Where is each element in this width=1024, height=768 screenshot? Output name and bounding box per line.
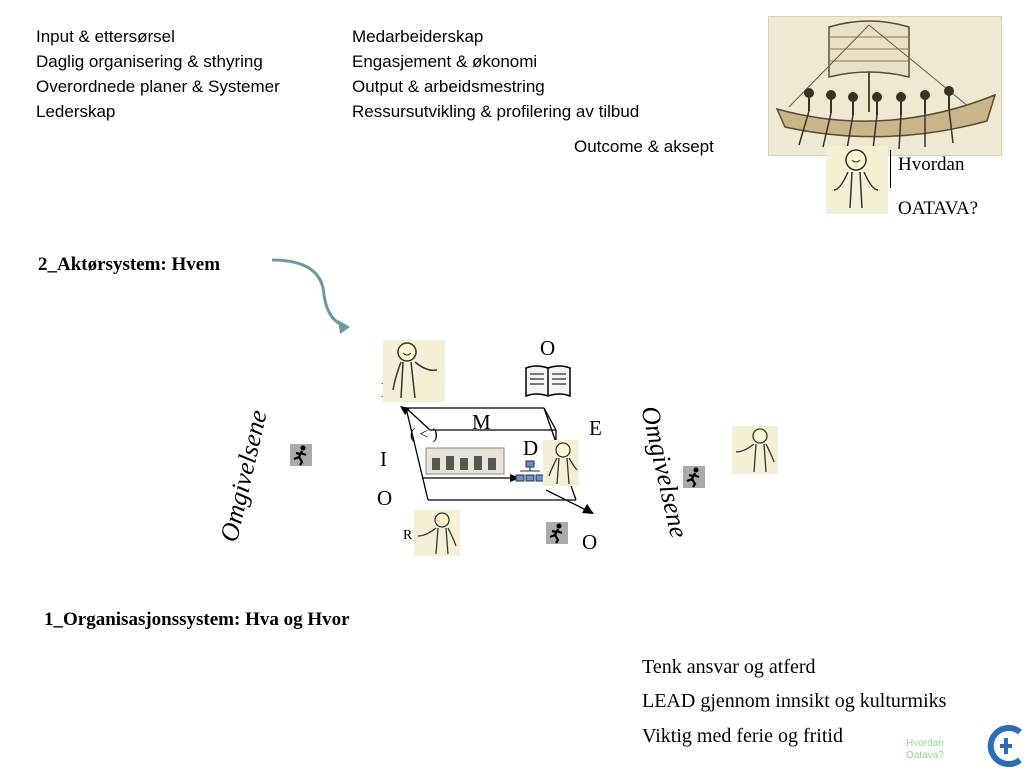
letter-d: D bbox=[523, 436, 539, 460]
oatava-label: OATAVA? bbox=[898, 198, 979, 219]
person-figure-leader bbox=[383, 340, 445, 402]
list-item: Overordnede planer & Systemer bbox=[36, 77, 280, 96]
boat-picture bbox=[768, 16, 1002, 156]
running-man-icon bbox=[546, 522, 568, 544]
logo-icon bbox=[987, 725, 1022, 767]
bottom-item: Viktig med ferie og fritid bbox=[642, 725, 843, 747]
letter-r: R bbox=[403, 528, 413, 543]
logo-text: Hvordan Oatava? bbox=[906, 738, 944, 762]
list-item: Medarbeiderskap bbox=[352, 27, 484, 46]
letter-m: M bbox=[472, 410, 491, 434]
heading-organisation-system: 1_Organisasjonssystem: Hva og Hvor bbox=[44, 609, 350, 630]
surroundings-left: Omgivelsene bbox=[214, 407, 273, 545]
letter-o-bottom: O bbox=[582, 530, 598, 554]
person-figure-top bbox=[826, 146, 888, 214]
list-item: Input & ettersørsel bbox=[36, 27, 175, 46]
curved-arrow bbox=[271, 258, 350, 334]
logo-line: Oatava? bbox=[906, 750, 944, 761]
logo-line: Hvordan bbox=[906, 738, 944, 749]
bottom-item: Tenk ansvar og atferd bbox=[642, 656, 816, 678]
boat-sketch bbox=[775, 20, 997, 150]
list-item: Engasjement & økonomi bbox=[352, 52, 538, 71]
letter-o-top: O bbox=[540, 336, 556, 360]
org-chart-icon bbox=[515, 460, 545, 482]
person-figure-right bbox=[732, 426, 778, 474]
bottom-item: LEAD gjennom innsikt og kulturmiks bbox=[642, 690, 947, 712]
person-figure-r bbox=[414, 510, 460, 556]
list-item: Ressursutvikling & profilering av tilbud bbox=[352, 102, 640, 121]
divider bbox=[890, 150, 891, 188]
letter-o-left: O bbox=[377, 486, 393, 510]
letter-i: I bbox=[380, 447, 387, 471]
hvordan-label: Hvordan bbox=[898, 154, 965, 175]
running-man-icon bbox=[683, 466, 705, 488]
top-mid-list: Medarbeiderskap Engasjement & økonomi Ou… bbox=[352, 24, 639, 124]
letter-e: E bbox=[589, 416, 602, 440]
list-item: Output & arbeidsmestring bbox=[352, 77, 545, 96]
person-figure-d bbox=[543, 440, 579, 486]
list-item: Daglig organisering & sthyring bbox=[36, 52, 263, 71]
list-item: Lederskap bbox=[36, 102, 116, 121]
outcome-text: Outcome & aksept bbox=[574, 137, 714, 156]
running-man-icon bbox=[290, 444, 312, 466]
top-left-list: Input & ettersørsel Daglig organisering … bbox=[36, 24, 280, 124]
heading-actor-system: 2_Aktørsystem: Hvem bbox=[38, 254, 221, 275]
paren-symbol: ( < ) bbox=[410, 426, 438, 443]
book-icon bbox=[525, 365, 571, 398]
